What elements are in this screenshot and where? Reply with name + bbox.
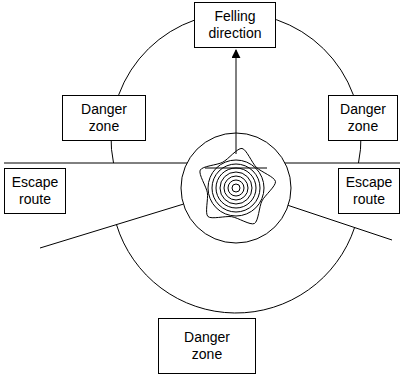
felling-cut (205, 168, 267, 169)
growth-ring (232, 184, 240, 192)
growth-ring (228, 180, 244, 196)
zone-box: Escape route (338, 168, 400, 214)
growth-ring (224, 176, 248, 200)
zone-label: Danger zone (332, 101, 394, 135)
zone-box: Danger zone (62, 95, 146, 141)
zone-box: Danger zone (158, 318, 256, 374)
zone-label: Danger zone (176, 329, 238, 363)
zone-boundary (285, 163, 400, 164)
growth-ring (220, 172, 252, 204)
growth-ring (216, 168, 256, 208)
zone-label: Felling direction (199, 8, 271, 42)
zone-box: Escape route (4, 168, 66, 214)
stump-outline (200, 148, 276, 223)
felling-arrow (236, 50, 237, 154)
zone-box: Felling direction (194, 2, 276, 48)
zone-box: Danger zone (328, 95, 398, 141)
growth-ring (212, 164, 260, 212)
zone-label: Escape route (8, 174, 62, 208)
danger-arc (116, 225, 354, 313)
zone-label: Escape route (342, 174, 396, 208)
zone-label: Danger zone (73, 101, 135, 135)
zone-boundary (4, 163, 187, 164)
